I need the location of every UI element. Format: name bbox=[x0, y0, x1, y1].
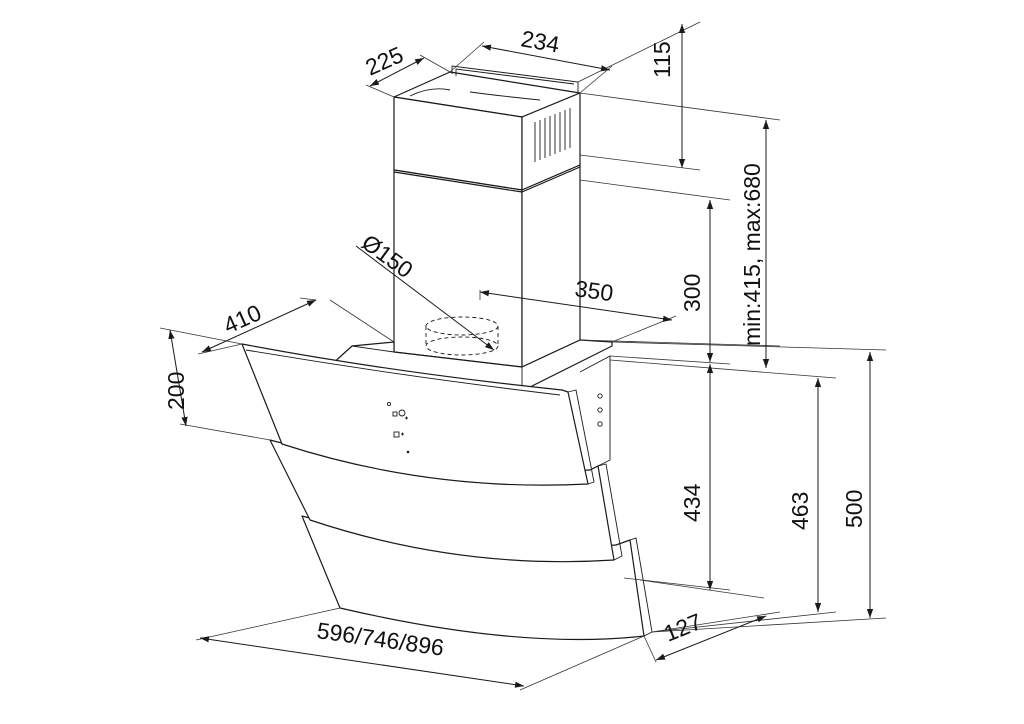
control-panel bbox=[386, 401, 410, 454]
label-side-height: 200 bbox=[163, 372, 189, 410]
label-chimney-top-section: 115 bbox=[649, 41, 675, 78]
duct-cylinder bbox=[425, 316, 499, 356]
glass-panels bbox=[241, 343, 653, 641]
label-hood-width-top: 350 bbox=[573, 275, 615, 306]
dim-chimney-width bbox=[481, 44, 611, 72]
dim-hood-depth bbox=[201, 299, 317, 353]
label-hood-depth: 410 bbox=[219, 299, 265, 338]
label-chimney-width: 234 bbox=[519, 25, 562, 57]
dim-hood-widths bbox=[199, 636, 525, 688]
label-chimney-lower-section: 300 bbox=[679, 274, 705, 312]
dim-side-height bbox=[168, 329, 188, 427]
label-height-500: 500 bbox=[841, 490, 867, 528]
label-height-434: 434 bbox=[679, 483, 705, 522]
dim-duct-diameter bbox=[355, 245, 495, 351]
label-height-463: 463 bbox=[787, 492, 813, 530]
chimney bbox=[393, 65, 581, 368]
vent-slots bbox=[534, 108, 571, 162]
dim-glass-offset bbox=[655, 615, 767, 661]
dimension-lines bbox=[168, 24, 874, 688]
dim-hood-width-top bbox=[479, 290, 673, 322]
label-chimney-range: min:415, max:680 bbox=[739, 163, 765, 346]
dim-chimney-depth bbox=[369, 57, 425, 87]
label-chimney-depth: 225 bbox=[361, 41, 407, 80]
label-glass-offset: 127 bbox=[660, 608, 705, 646]
